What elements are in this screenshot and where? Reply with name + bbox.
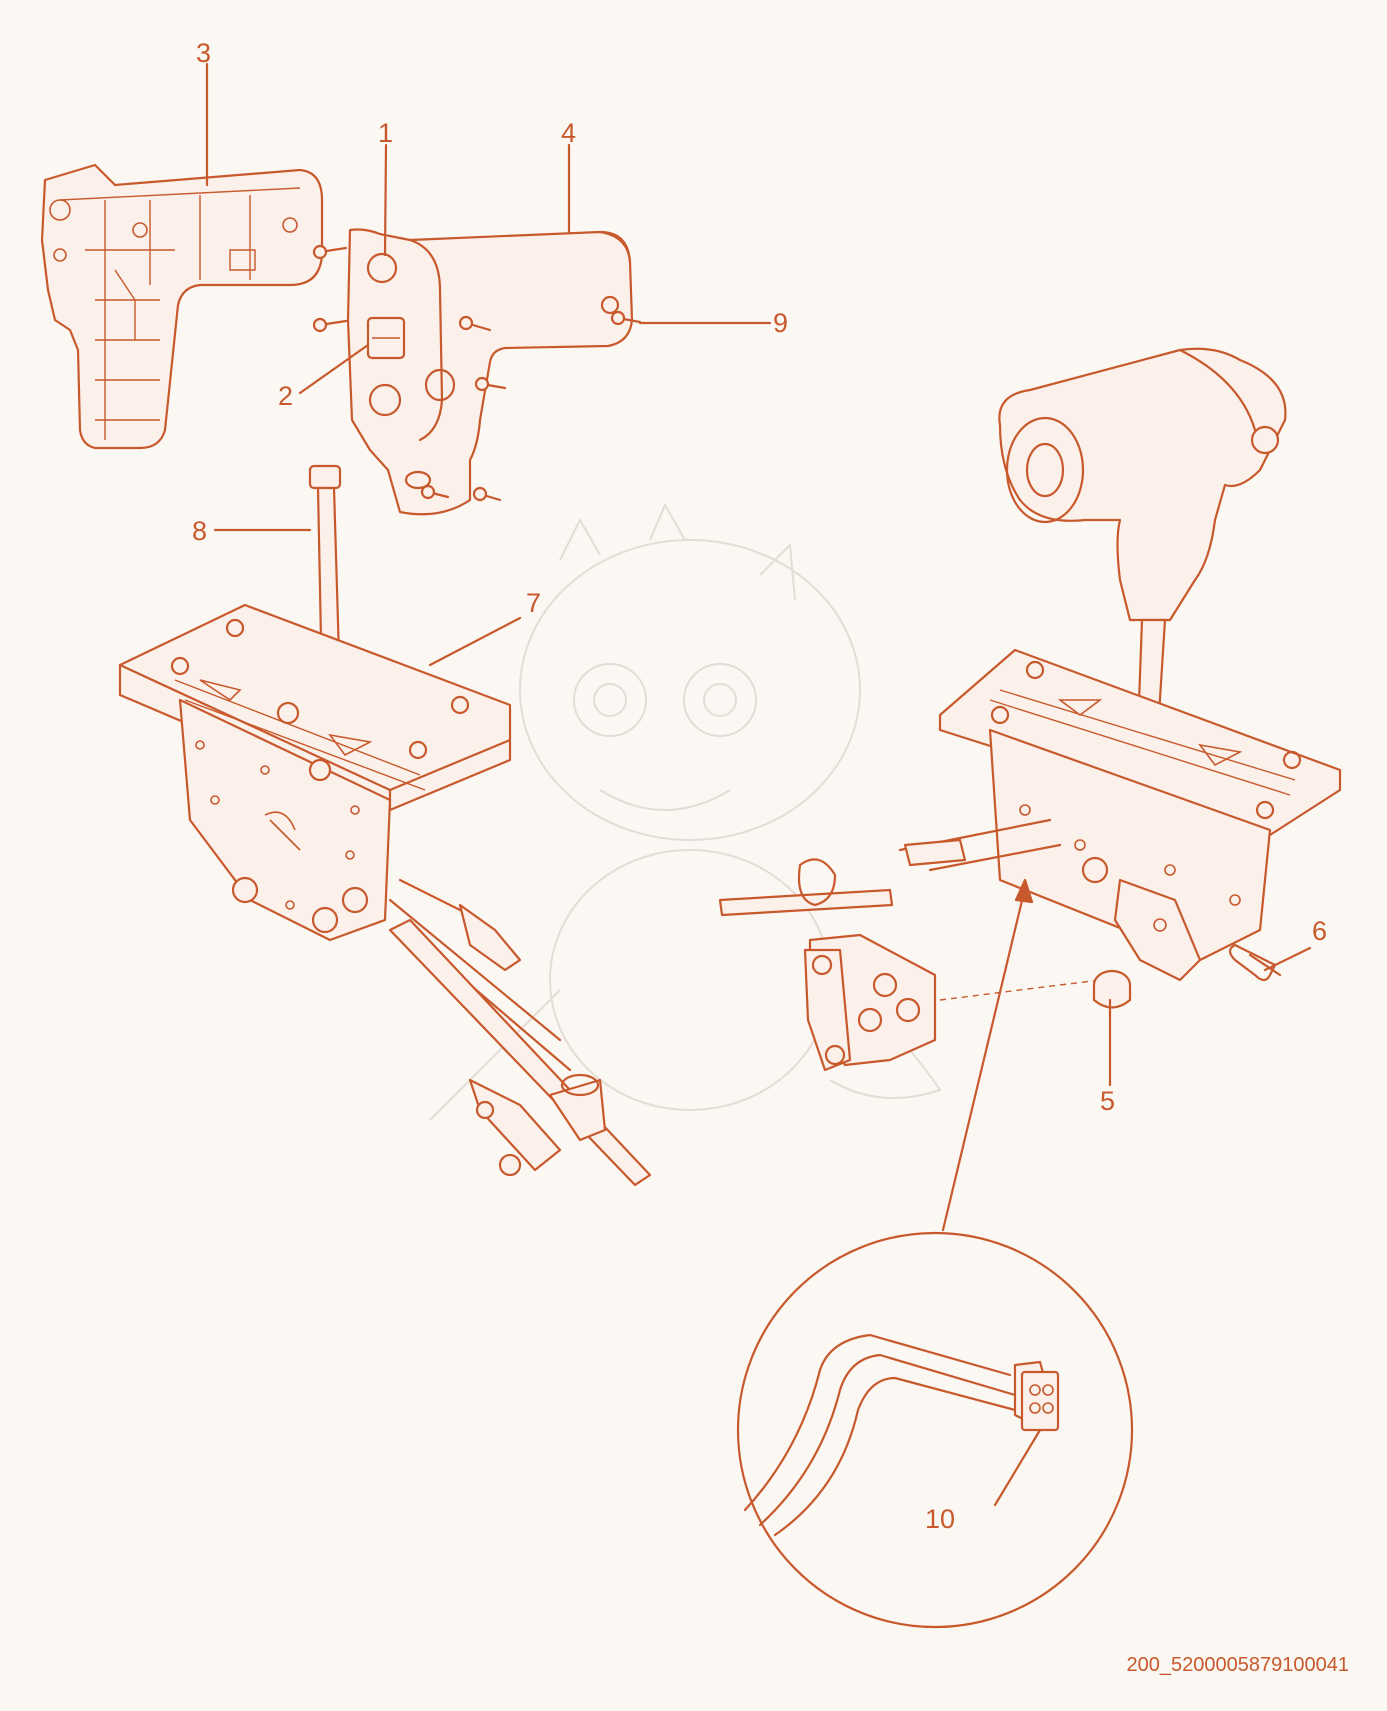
callout-2: 2: [278, 381, 294, 411]
leader-1: [383, 143, 388, 257]
drawing-number: 200_5200005879100041: [1126, 1654, 1349, 1676]
callout-8: 8: [192, 516, 208, 546]
shifter-mechanism-left: [118, 603, 652, 1187]
leader-2: [298, 343, 370, 395]
detail-arrow: [941, 886, 1027, 1232]
leader-10: [993, 1428, 1042, 1507]
leader-7: [428, 616, 522, 667]
handle-housing-shell: [40, 163, 324, 450]
leader-6: [1263, 946, 1312, 972]
screw-set: [312, 244, 642, 502]
callout-5: 5: [1100, 1086, 1116, 1116]
callout-3: 3: [196, 38, 212, 68]
callout-6: 6: [1312, 916, 1328, 946]
handle-assembly-exploded: [312, 228, 642, 516]
retaining-clip: [1228, 943, 1282, 982]
callout-10: 10: [925, 1504, 956, 1534]
shifter-mechanism-right: [718, 648, 1342, 1072]
callout-1: 1: [378, 118, 394, 148]
callout-7: 7: [526, 588, 542, 618]
bushing: [1092, 969, 1132, 1009]
leader-lines: [205, 62, 1312, 1507]
detail-view: [736, 1231, 1134, 1629]
callout-9: 9: [773, 308, 789, 338]
callout-4: 4: [561, 118, 577, 148]
